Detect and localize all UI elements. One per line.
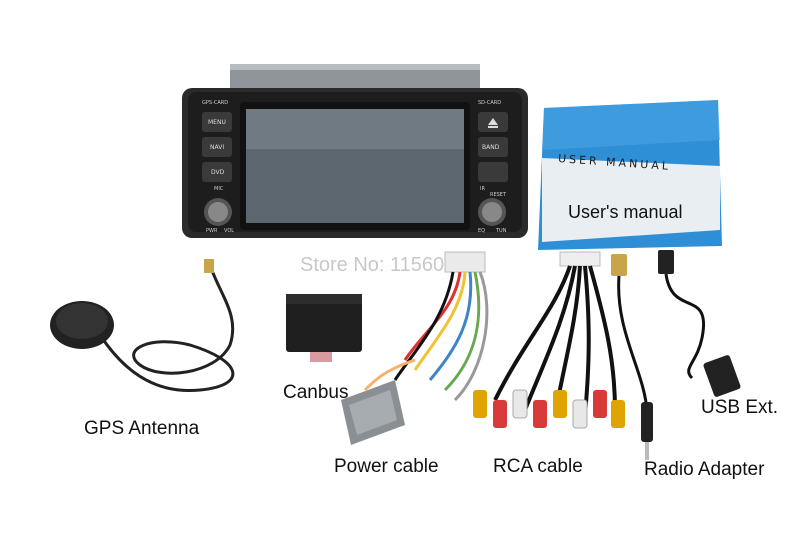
gps-antenna [40,255,280,395]
gps-antenna-label: GPS Antenna [84,418,200,439]
canbus-box [284,290,364,370]
navi-button[interactable]: NAVI [210,144,225,151]
usb-extension [652,248,742,398]
gps-antenna-graphic [50,259,235,393]
rca-cable-label: RCA cable [493,456,583,477]
menu-button[interactable]: MENU [208,119,226,126]
power-cable-label: Power cable [334,456,439,477]
sd-card-label: SD-CARD [478,100,502,106]
eq-label: EQ [478,228,486,234]
pwr-label: PWR [206,228,218,234]
reset-label: RESET [490,192,507,198]
canbus-label: Canbus [283,382,349,403]
dvd-button[interactable]: DVD [211,169,225,176]
user-manual: USER MANUAL User's manual [538,100,723,250]
head-unit-graphic [182,64,528,238]
gps-card-label: GPS-CARD [202,100,229,106]
store-watermark: Store No: 115600 [300,254,456,276]
power-cable-graphic [341,251,489,445]
vol-label: VOL [224,228,235,234]
power-cable [335,250,495,455]
canbus-graphic [286,294,362,362]
radio-adapter-graphic [611,254,653,460]
usb-ext-label: USB Ext. [701,397,779,418]
usb-extension-graphic [658,250,741,397]
tun-label: TUN [496,228,507,234]
manual-caption: User's manual [568,202,683,222]
radio-adapter [605,252,665,462]
band-button[interactable]: BAND [482,144,500,151]
ir-label: IR [480,186,485,192]
rca-cable-graphic [473,251,625,429]
rca-cable [465,250,630,450]
mic-label: MIC [214,186,224,192]
radio-adapter-label: Radio Adapter [644,459,765,480]
head-unit: GPS-CARD SD-CARD MENU NAVI DVD BAND MIC … [180,62,530,240]
manual-graphic [538,100,722,250]
